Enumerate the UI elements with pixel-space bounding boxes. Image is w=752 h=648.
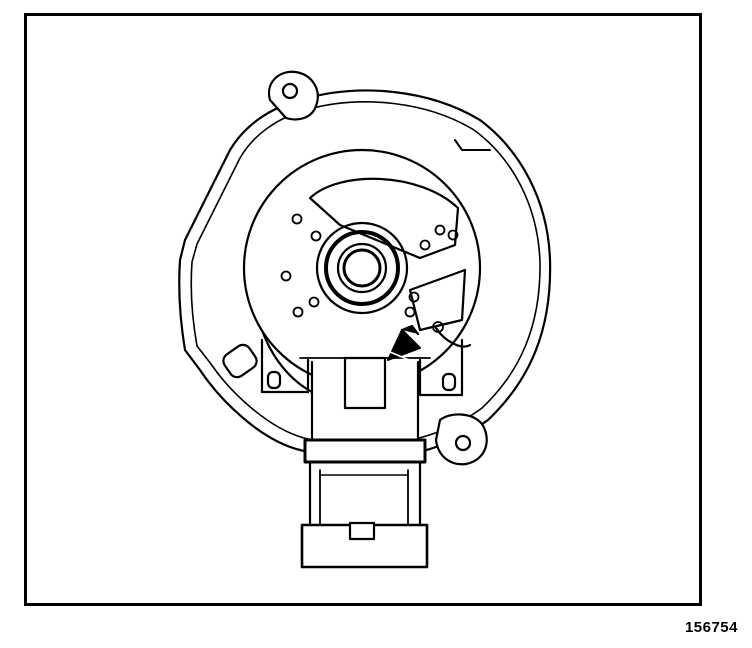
- plate-holes: [280, 213, 459, 333]
- electrical-connector: [300, 521, 429, 569]
- motor-plate: [242, 148, 482, 388]
- motor-body: [303, 356, 427, 532]
- mounting-ear-bottom: [434, 413, 488, 466]
- figure-number: 156754: [684, 619, 738, 636]
- indicator-arrow: [387, 324, 421, 363]
- motor-bracket: [260, 338, 464, 397]
- motor-shaft-hub: [315, 221, 409, 315]
- side-tab-left: [222, 343, 258, 379]
- mounting-ear-top: [267, 70, 319, 121]
- illustration-frame: [24, 13, 702, 606]
